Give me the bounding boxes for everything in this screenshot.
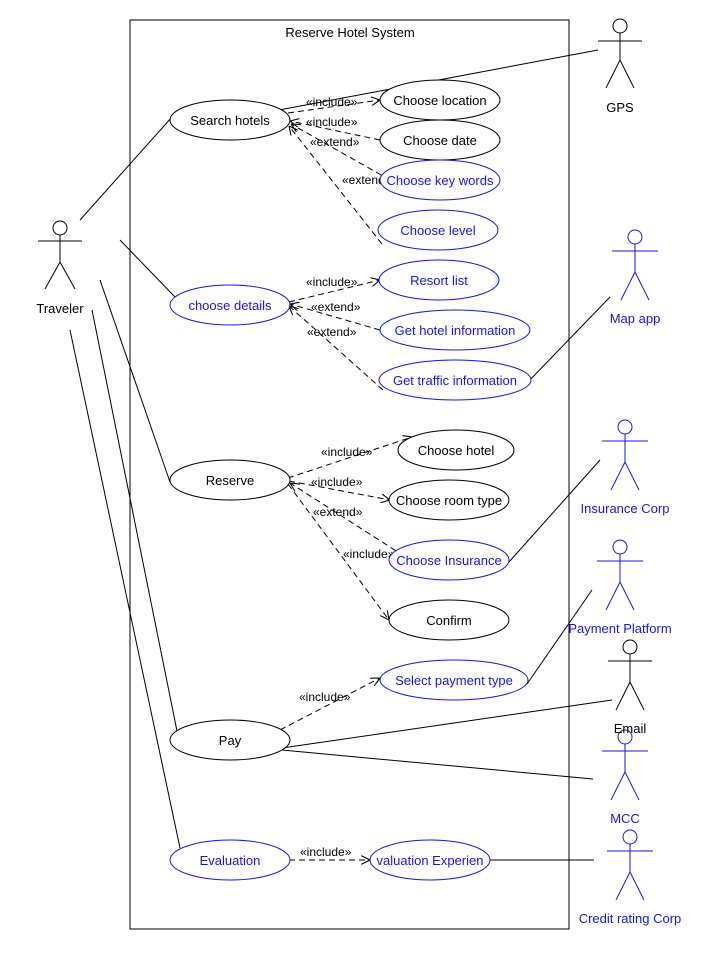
use-case-reserve[interactable]: Reserve (169, 459, 291, 501)
label-extend-hotelinfo: «extend» (311, 300, 361, 314)
assoc-traveler-search (79, 116, 173, 221)
use-case-confirm-label: Confirm (426, 613, 472, 628)
actor-credit-rating-corp[interactable]: Credit rating Corp (579, 829, 682, 926)
label-extend-insurance: «extend» (313, 505, 363, 519)
use-case-choose-date-label: Choose date (403, 133, 477, 148)
use-case-confirm[interactable]: Confirm (388, 599, 510, 641)
use-case-evaluation-experience[interactable]: valuation Experien (369, 839, 491, 881)
use-case-choose-room-type[interactable]: Choose room type (388, 479, 510, 521)
use-case-get-hotel-information-label: Get hotel information (395, 323, 516, 338)
dep-reserve-confirm (287, 483, 389, 620)
actor-credit-rating-corp-label: Credit rating Corp (579, 911, 682, 926)
dep-reserve-hotel (287, 437, 412, 479)
dep-reserve-room (288, 480, 390, 500)
dep-search-location (287, 100, 380, 114)
actor-map-app-label: Map app (610, 311, 661, 326)
use-case-get-hotel-information[interactable]: Get hotel information (379, 309, 531, 351)
actor-gps[interactable]: GPS (598, 18, 642, 115)
use-case-choose-hotel-label: Choose hotel (418, 443, 495, 458)
actor-email[interactable]: Email (608, 639, 652, 736)
use-case-choose-date[interactable]: Choose date (379, 119, 501, 161)
label-include-date: «include» (306, 115, 358, 129)
use-case-get-traffic-information-label: Get traffic information (393, 373, 517, 388)
label-extend-keywords-b: «extend» (342, 173, 392, 187)
actor-traveler-label: Traveler (36, 301, 84, 316)
actor-email-label: Email (614, 721, 647, 736)
assoc-traveler-reserve (99, 279, 171, 483)
dep-hotelinfo-details (290, 304, 381, 331)
actor-mcc-label: MCC (610, 811, 640, 826)
actor-mcc[interactable]: MCC (602, 729, 648, 826)
assoc-pay-email (281, 699, 613, 749)
use-case-choose-room-type-label: Choose room type (396, 493, 502, 508)
use-case-search-hotels[interactable]: Search hotels (169, 99, 291, 141)
dep-keywords-search (291, 124, 391, 181)
associations (69, 49, 613, 861)
actor-gps-label: GPS (606, 100, 634, 115)
actor-insurance-corp[interactable]: Insurance Corp (581, 419, 670, 516)
use-case-choose-location[interactable]: Choose location (379, 79, 501, 121)
assoc-traveler-evaluation (69, 329, 181, 849)
use-case-select-payment-type-label: Select payment type (395, 673, 513, 688)
assoc-payment-paymentplatform (526, 589, 593, 685)
dep-insurance-reserve (290, 483, 405, 557)
label-include-experience: «include» (300, 845, 352, 859)
use-case-choose-key-words[interactable]: Choose key words (379, 159, 501, 201)
use-case-evaluation[interactable]: Evaluation (169, 839, 291, 881)
use-case-select-payment-type[interactable]: Select payment type (379, 659, 529, 701)
use-case-choose-insurance[interactable]: Choose Insurance (388, 539, 510, 581)
use-case-reserve-label: Reserve (206, 473, 254, 488)
label-include-payment: «include» (299, 690, 351, 704)
dep-date-search (290, 121, 381, 141)
label-extend-keywords-a: «extend» (310, 135, 360, 149)
use-case-choose-insurance-label: Choose Insurance (396, 553, 502, 568)
actor-payment-platform[interactable]: Payment Platform (568, 539, 672, 636)
use-case-get-traffic-information[interactable]: Get traffic information (378, 359, 532, 401)
actor-insurance-corp-label: Insurance Corp (581, 501, 670, 516)
use-case-choose-key-words-label: Choose key words (387, 173, 494, 188)
use-case-choose-details-label: choose details (188, 298, 272, 313)
actor-payment-platform-label: Payment Platform (568, 621, 671, 636)
label-extend-traffic: «extend» (307, 325, 357, 339)
label-include-resort: «include» (306, 275, 358, 289)
assoc-traveler-details (119, 239, 176, 298)
use-case-choose-level[interactable]: Choose level (377, 209, 499, 251)
dep-traffic-details (289, 306, 384, 391)
actor-traveler[interactable]: Traveler (36, 220, 84, 316)
actor-map-app[interactable]: Map app (610, 229, 661, 326)
label-include-location: «include» (306, 95, 358, 109)
dep-level-search (289, 126, 383, 245)
use-case-choose-level-label: Choose level (400, 223, 475, 238)
use-case-choose-hotel[interactable]: Choose hotel (397, 429, 515, 471)
label-include-room: «include» (311, 475, 363, 489)
use-case-resort-list-label: Resort list (410, 273, 468, 288)
dep-pay-payment (279, 678, 380, 731)
assoc-traffic-mapapp (526, 296, 611, 384)
dep-details-resort (288, 280, 380, 303)
use-case-evaluation-label: Evaluation (200, 853, 261, 868)
label-include-hotel: «include» (321, 445, 373, 459)
use-case-choose-details[interactable]: choose details (169, 284, 291, 326)
use-case-choose-location-label: Choose location (393, 93, 486, 108)
use-case-resort-list[interactable]: Resort list (378, 259, 500, 301)
use-case-pay-label: Pay (219, 733, 242, 748)
assoc-insurance-insurancecorp (508, 459, 601, 563)
use-case-search-hotels-label: Search hotels (190, 113, 270, 128)
assoc-pay-mcc (281, 749, 594, 780)
dependencies (279, 100, 412, 860)
system-title: Reserve Hotel System (285, 25, 414, 40)
assoc-traveler-pay (91, 309, 179, 737)
relation-labels: «include» «include» «extend» «extend» «i… (299, 95, 395, 859)
use-case-evaluation-experience-label: valuation Experien (377, 853, 484, 868)
use-case-pay[interactable]: Pay (169, 719, 291, 761)
label-include-confirm: «include» (343, 547, 395, 561)
